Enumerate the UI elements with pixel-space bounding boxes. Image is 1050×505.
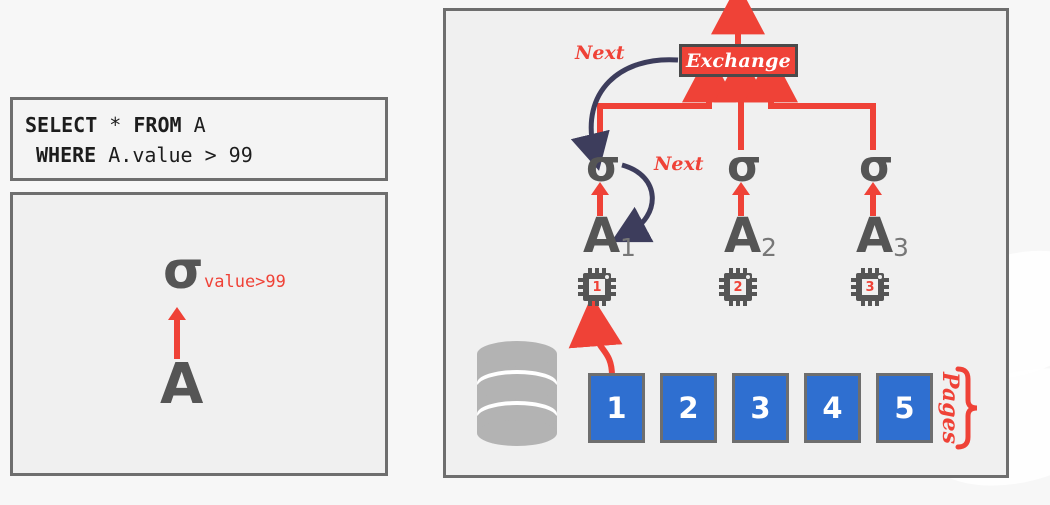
worker-2-scan-icon: A <box>724 208 762 264</box>
sql-keyword-from: FROM <box>133 113 182 137</box>
worker-2-operator-icon: σ <box>727 141 762 192</box>
page-box-3[interactable]: 3 <box>732 373 789 443</box>
cpu-3-id: 3 <box>862 279 878 295</box>
worker-2-subscript: 2 <box>761 233 777 262</box>
sql-query-box: SELECT * FROM A WHERE A.value > 99 <box>10 97 388 181</box>
page-box-1[interactable]: 1 <box>588 373 645 443</box>
worker-1-internal-arrow <box>589 182 611 216</box>
serial-plan-arrow <box>165 307 189 359</box>
sql-keyword-select: SELECT <box>25 113 98 137</box>
table-scan-icon: A <box>160 352 204 417</box>
sql-table-name: A <box>181 113 206 137</box>
page-box-4[interactable]: 4 <box>804 373 861 443</box>
worker-1-operator-icon: σ <box>586 141 621 192</box>
sql-keyword-where: WHERE <box>36 143 97 167</box>
sql-star: * <box>97 113 134 137</box>
page-box-2[interactable]: 2 <box>660 373 717 443</box>
page-box-5[interactable]: 5 <box>876 373 933 443</box>
worker-3-internal-arrow <box>862 182 884 216</box>
worker-3-subscript: 3 <box>893 233 909 262</box>
worker-2-internal-arrow <box>730 182 752 216</box>
serial-plan-box: σ value>99 A <box>10 192 388 476</box>
diagram-canvas: SELECT * FROM A WHERE A.value > 99 σ val… <box>10 0 1009 478</box>
cpu-icon-3: 3 <box>851 268 889 306</box>
cpu-icon-2: 2 <box>719 268 757 306</box>
sql-where-expression: A.value > 99 <box>96 143 253 167</box>
cpu-1-id: 1 <box>589 279 605 295</box>
worker-1-subscript: 1 <box>620 233 636 262</box>
next-label-1: Next <box>575 42 625 64</box>
next-label-2: Next <box>654 153 704 175</box>
pages-bracket-label: Pages <box>937 372 963 444</box>
cpu-2-id: 2 <box>730 279 746 295</box>
worker-1-scan-icon: A <box>583 208 621 264</box>
worker-3-scan-icon: A <box>856 208 894 264</box>
exchange-operator-node[interactable]: Exchange <box>679 44 798 77</box>
database-cylinder-icon <box>477 341 557 446</box>
selection-operator-icon: σ <box>163 241 204 301</box>
worker-3-operator-icon: σ <box>859 141 894 192</box>
sql-query-text: SELECT * FROM A WHERE A.value > 99 <box>25 110 253 170</box>
cpu-icon-1: 1 <box>578 268 616 306</box>
selection-predicate-label: value>99 <box>204 272 286 292</box>
